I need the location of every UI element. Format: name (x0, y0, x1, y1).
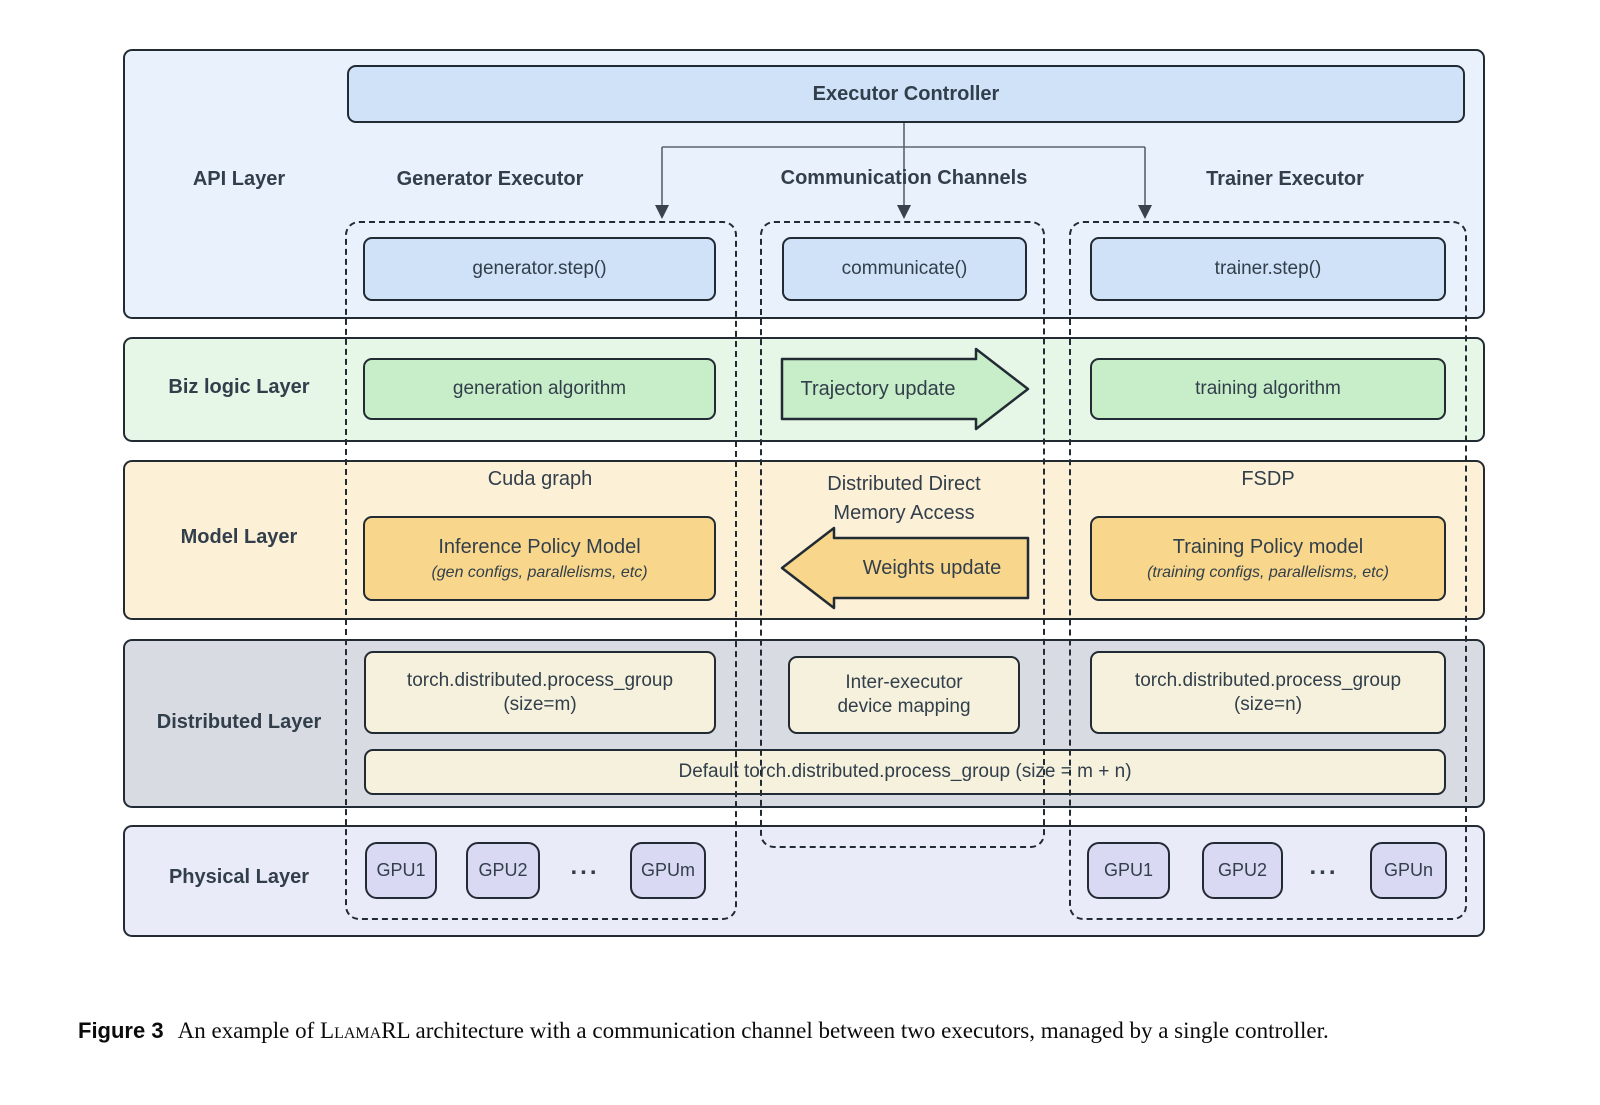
generator-gpu-ellipsis: ... (570, 853, 600, 880)
fsdp-caption: FSDP (1241, 468, 1295, 490)
generator-executor-header: Generator Executor (396, 168, 584, 190)
generator-gpu1-box: GPU1 (365, 842, 437, 899)
distributed-direct-memory-access-caption: Distributed Direct Memory Access (754, 470, 1054, 528)
default-process-group-box: Default torch.distributed.process_group … (364, 749, 1446, 795)
generator-gpu2-box: GPU2 (466, 842, 540, 899)
inference-policy-model-title: Inference Policy Model (438, 535, 641, 558)
trajectory-update-arrow: Trajectory update (780, 347, 1030, 431)
trainer-gpun-box: GPUn (1370, 842, 1447, 899)
inter-executor-line2: device mapping (837, 696, 971, 717)
inter-executor-line1: Inter-executor (845, 672, 963, 694)
weights-update-arrow: Weights update (780, 526, 1030, 610)
brand-suffix: RL (381, 1018, 410, 1043)
generator-gpum-box: GPUm (630, 842, 706, 899)
training-policy-model-subtitle: (training configs, parallelisms, etc) (1147, 563, 1389, 581)
process-group-m-line1: torch.distributed.process_group (406, 669, 674, 691)
ddma-caption-line1: Distributed Direct (827, 473, 981, 495)
figure-caption-text-after: architecture with a communication channe… (409, 1018, 1329, 1043)
trainer-step-box: trainer.step() (1090, 237, 1446, 301)
trainer-gpu-ellipsis: ... (1309, 853, 1339, 880)
cuda-graph-caption: Cuda graph (487, 468, 593, 490)
communicate-box: communicate() (782, 237, 1027, 301)
process-group-size-n-box: torch.distributed.process_group (size=n) (1090, 651, 1446, 734)
weights-update-label: Weights update (862, 556, 1002, 579)
training-algorithm-box: training algorithm (1090, 358, 1446, 420)
right-arrow-icon (780, 347, 1030, 431)
training-policy-model-title: Training Policy model (1172, 535, 1364, 558)
left-arrow-icon (780, 526, 1030, 610)
figure-caption: Figure 3 An example of LlamaRL architectu… (78, 1014, 1530, 1047)
trainer-gpu2-box: GPU2 (1202, 842, 1283, 899)
physical-layer-label: Physical Layer (168, 866, 310, 888)
process-group-n-line2: (size=n) (1233, 693, 1303, 715)
brand-smallcaps: lama (334, 1018, 382, 1043)
inference-policy-model-subtitle: (gen configs, parallelisms, etc) (431, 563, 648, 581)
process-group-n-line1: torch.distributed.process_group (1134, 669, 1402, 691)
trainer-executor-header: Trainer Executor (1206, 168, 1364, 190)
distributed-layer-label: Distributed Layer (156, 711, 322, 733)
trajectory-update-label: Trajectory update (800, 377, 956, 400)
generator-step-box: generator.step() (363, 237, 716, 301)
process-group-size-m-box: torch.distributed.process_group (size=m) (364, 651, 716, 734)
figure-caption-label: Figure 3 (78, 1018, 164, 1043)
generation-algorithm-box: generation algorithm (363, 358, 716, 420)
biz-logic-layer-label: Biz logic Layer (168, 376, 310, 398)
figure-caption-text-before: An example of (177, 1018, 321, 1043)
model-layer-label: Model Layer (180, 526, 298, 548)
communication-channels-header: Communication Channels (780, 167, 1028, 189)
process-group-m-line2: (size=m) (503, 693, 577, 715)
inference-policy-model-box: Inference Policy Model (gen configs, par… (363, 516, 716, 601)
api-layer-label: API Layer (192, 168, 286, 190)
executor-controller-box: Executor Controller (347, 65, 1465, 123)
trainer-gpu1-box: GPU1 (1087, 842, 1170, 899)
brand-initial: L (320, 1018, 335, 1043)
ddma-caption-line2: Memory Access (833, 502, 975, 524)
training-policy-model-box: Training Policy model (training configs,… (1090, 516, 1446, 601)
inter-executor-device-mapping-box: Inter-executor device mapping (788, 656, 1020, 734)
